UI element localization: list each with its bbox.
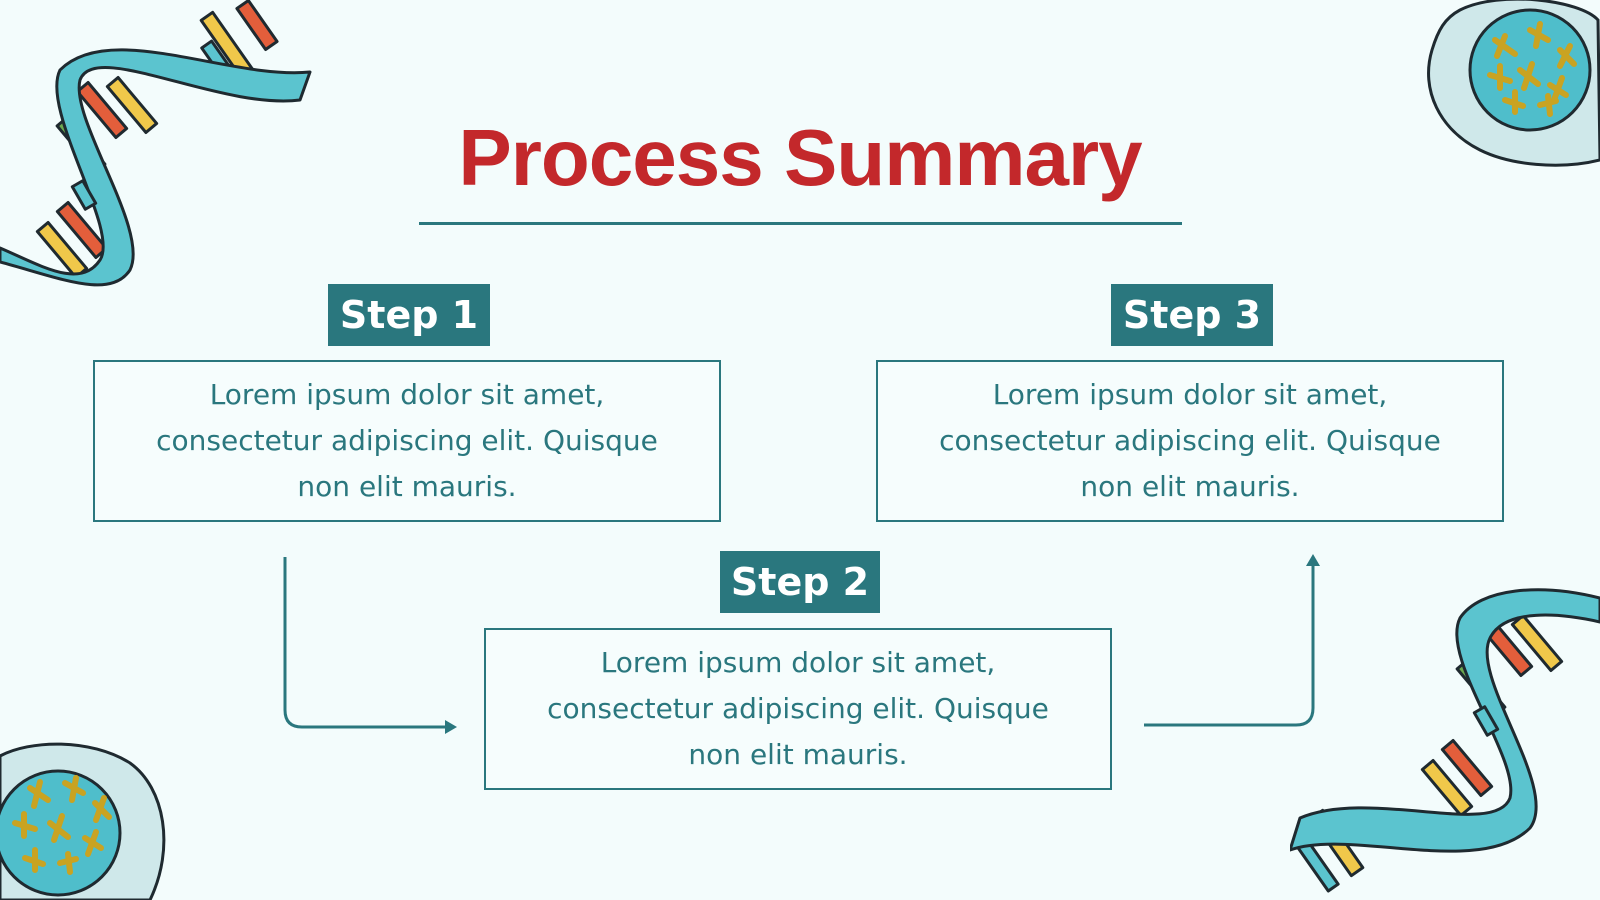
step-1-label: Step 1 — [328, 284, 490, 346]
arrow-step1-to-step2 — [283, 557, 446, 729]
title-underline — [419, 222, 1182, 225]
step-1-box: Lorem ipsum dolor sit amet, consectetur … — [93, 360, 721, 522]
page-title: Process Summary — [458, 113, 1142, 202]
step-2-text: Lorem ipsum dolor sit amet, consectetur … — [547, 646, 1049, 771]
step-2-label: Step 2 — [720, 551, 880, 613]
step-1-text: Lorem ipsum dolor sit amet, consectetur … — [156, 378, 658, 503]
step-3-text: Lorem ipsum dolor sit amet, consectetur … — [939, 378, 1441, 503]
arrowhead-step2 — [445, 720, 457, 734]
cell-icon — [1427, 0, 1600, 167]
arrow-step2-to-step3 — [1144, 565, 1315, 727]
arrowhead-step3 — [1306, 554, 1320, 566]
step-2-box: Lorem ipsum dolor sit amet, consectetur … — [484, 628, 1112, 790]
dna-helix-icon — [0, 0, 312, 287]
cell-icon — [0, 742, 166, 900]
step-3-label: Step 3 — [1111, 284, 1273, 346]
step-3-box: Lorem ipsum dolor sit amet, consectetur … — [876, 360, 1504, 522]
dna-helix-icon — [1290, 588, 1600, 893]
